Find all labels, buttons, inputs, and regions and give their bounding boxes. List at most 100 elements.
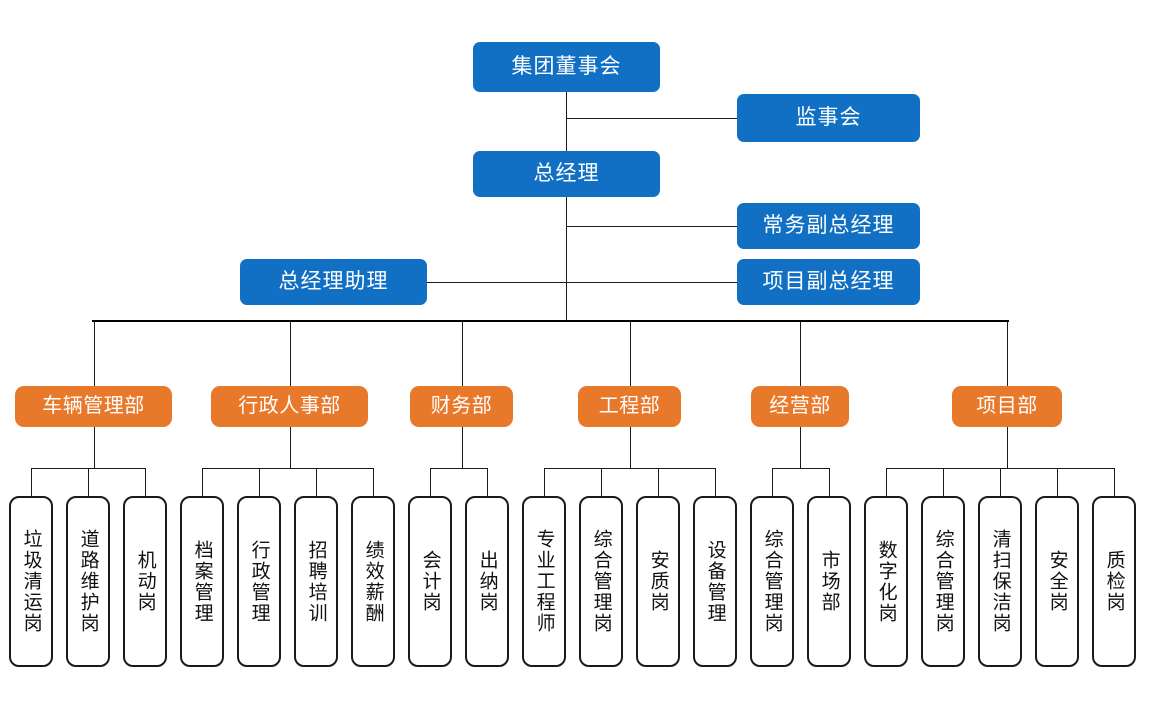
connector-subbar-to-position-4-4 [715, 468, 716, 496]
node-position-label: 综合管理岗 [590, 529, 612, 634]
node-position-6-2[interactable]: 综合管理岗 [921, 496, 965, 667]
node-position-label: 清扫保洁岗 [989, 529, 1011, 634]
connector-subbar-department-2 [202, 468, 373, 469]
node-position-label: 质检岗 [1103, 550, 1125, 613]
connector-subbar-to-position-6-3 [1000, 468, 1001, 496]
node-department-label: 车辆管理部 [42, 395, 145, 417]
connector-subbar-to-position-1-2 [88, 468, 89, 496]
connector-department-to-subbar-6 [1007, 427, 1008, 468]
node-position-5-2[interactable]: 市场部 [807, 496, 851, 667]
node-board-label: 集团董事会 [511, 54, 622, 78]
connector-subbar-to-position-5-2 [829, 468, 830, 496]
connector-gm-to-assistant [427, 282, 566, 283]
node-position-label: 垃圾清运岗 [20, 529, 42, 634]
connector-subbar-to-position-6-2 [943, 468, 944, 496]
node-supervisory-board-label: 监事会 [795, 105, 862, 129]
node-position-label: 招聘培训 [305, 539, 327, 624]
connector-bar-to-department-6 [1007, 321, 1008, 386]
node-position-6-5[interactable]: 质检岗 [1092, 496, 1136, 667]
node-position-2-2[interactable]: 行政管理 [237, 496, 281, 667]
connector-department-to-subbar-1 [94, 427, 95, 468]
node-position-4-2[interactable]: 综合管理岗 [579, 496, 623, 667]
connector-board-to-gm [566, 91, 567, 153]
connector-subbar-to-position-2-4 [373, 468, 374, 496]
connector-department-to-subbar-3 [462, 427, 463, 468]
node-position-label: 出纳岗 [476, 550, 498, 613]
node-position-2-3[interactable]: 招聘培训 [294, 496, 338, 667]
node-position-3-1[interactable]: 会计岗 [408, 496, 452, 667]
node-position-label: 专业工程师 [533, 529, 555, 634]
node-supervisory-board[interactable]: 监事会 [737, 94, 920, 142]
connector-bar-to-department-3 [462, 321, 463, 386]
connector-subbar-department-3 [430, 468, 487, 469]
department-distribution-bar [92, 320, 1009, 322]
node-position-4-3[interactable]: 安质岗 [636, 496, 680, 667]
node-department-label: 项目部 [976, 395, 1038, 417]
node-general-manager-label: 总经理 [533, 161, 600, 185]
connector-bar-to-department-5 [800, 321, 801, 386]
node-position-6-4[interactable]: 安全岗 [1035, 496, 1079, 667]
node-department-3[interactable]: 财务部 [410, 386, 513, 427]
node-position-6-3[interactable]: 清扫保洁岗 [978, 496, 1022, 667]
node-project-vice-gm-label: 项目副总经理 [762, 269, 895, 293]
node-department-4[interactable]: 工程部 [578, 386, 681, 427]
node-position-label: 综合管理岗 [761, 529, 783, 634]
connector-subbar-to-position-1-1 [31, 468, 32, 496]
connector-subbar-to-position-2-2 [259, 468, 260, 496]
connector-subbar-to-position-2-1 [202, 468, 203, 496]
node-position-1-1[interactable]: 垃圾清运岗 [9, 496, 53, 667]
connector-gm-to-exec-vice [566, 226, 737, 227]
connector-subbar-to-position-3-1 [430, 468, 431, 496]
connector-subbar-to-position-2-3 [316, 468, 317, 496]
node-department-6[interactable]: 项目部 [952, 386, 1062, 427]
node-position-label: 安全岗 [1046, 550, 1068, 613]
connector-subbar-department-1 [31, 468, 145, 469]
connector-subbar-to-position-6-1 [886, 468, 887, 496]
node-department-label: 经营部 [769, 395, 831, 417]
node-position-1-2[interactable]: 道路维护岗 [66, 496, 110, 667]
connector-gm-to-project-vice [566, 282, 737, 283]
node-position-1-3[interactable]: 机动岗 [123, 496, 167, 667]
node-position-label: 综合管理岗 [932, 529, 954, 634]
node-department-2[interactable]: 行政人事部 [211, 386, 368, 427]
node-project-vice-gm[interactable]: 项目副总经理 [737, 259, 920, 305]
connector-subbar-department-5 [772, 468, 829, 469]
connector-bar-to-department-4 [630, 321, 631, 386]
connector-subbar-to-position-3-2 [487, 468, 488, 496]
node-position-label: 设备管理 [704, 539, 726, 624]
node-gm-assistant-label: 总经理助理 [278, 269, 389, 293]
node-position-label: 道路维护岗 [77, 529, 99, 634]
connector-subbar-to-position-4-3 [658, 468, 659, 496]
node-executive-vice-gm[interactable]: 常务副总经理 [737, 203, 920, 249]
node-position-label: 行政管理 [248, 539, 270, 624]
node-position-label: 安质岗 [647, 550, 669, 613]
node-department-5[interactable]: 经营部 [751, 386, 849, 427]
node-position-2-4[interactable]: 绩效薪酬 [351, 496, 395, 667]
node-position-label: 绩效薪酬 [362, 539, 384, 624]
node-position-label: 数字化岗 [875, 539, 897, 624]
connector-subbar-to-position-1-3 [145, 468, 146, 496]
connector-department-to-subbar-4 [630, 427, 631, 468]
connector-subbar-to-position-4-1 [544, 468, 545, 496]
node-position-2-1[interactable]: 档案管理 [180, 496, 224, 667]
node-department-1[interactable]: 车辆管理部 [15, 386, 172, 427]
node-position-3-2[interactable]: 出纳岗 [465, 496, 509, 667]
connector-gm-to-supervisory [566, 118, 737, 119]
node-board[interactable]: 集团董事会 [473, 42, 660, 92]
node-department-label: 行政人事部 [238, 395, 341, 417]
connector-subbar-department-6 [886, 468, 1114, 469]
connector-subbar-to-position-6-4 [1057, 468, 1058, 496]
node-general-manager[interactable]: 总经理 [473, 151, 660, 197]
node-executive-vice-gm-label: 常务副总经理 [762, 213, 895, 237]
node-gm-assistant[interactable]: 总经理助理 [240, 259, 427, 305]
node-position-6-1[interactable]: 数字化岗 [864, 496, 908, 667]
connector-subbar-department-4 [544, 468, 715, 469]
connector-subbar-to-position-4-2 [601, 468, 602, 496]
node-position-5-1[interactable]: 综合管理岗 [750, 496, 794, 667]
node-position-4-4[interactable]: 设备管理 [693, 496, 737, 667]
connector-bar-to-department-2 [290, 321, 291, 386]
node-position-label: 档案管理 [191, 539, 213, 624]
connector-bar-to-department-1 [94, 321, 95, 386]
node-position-4-1[interactable]: 专业工程师 [522, 496, 566, 667]
